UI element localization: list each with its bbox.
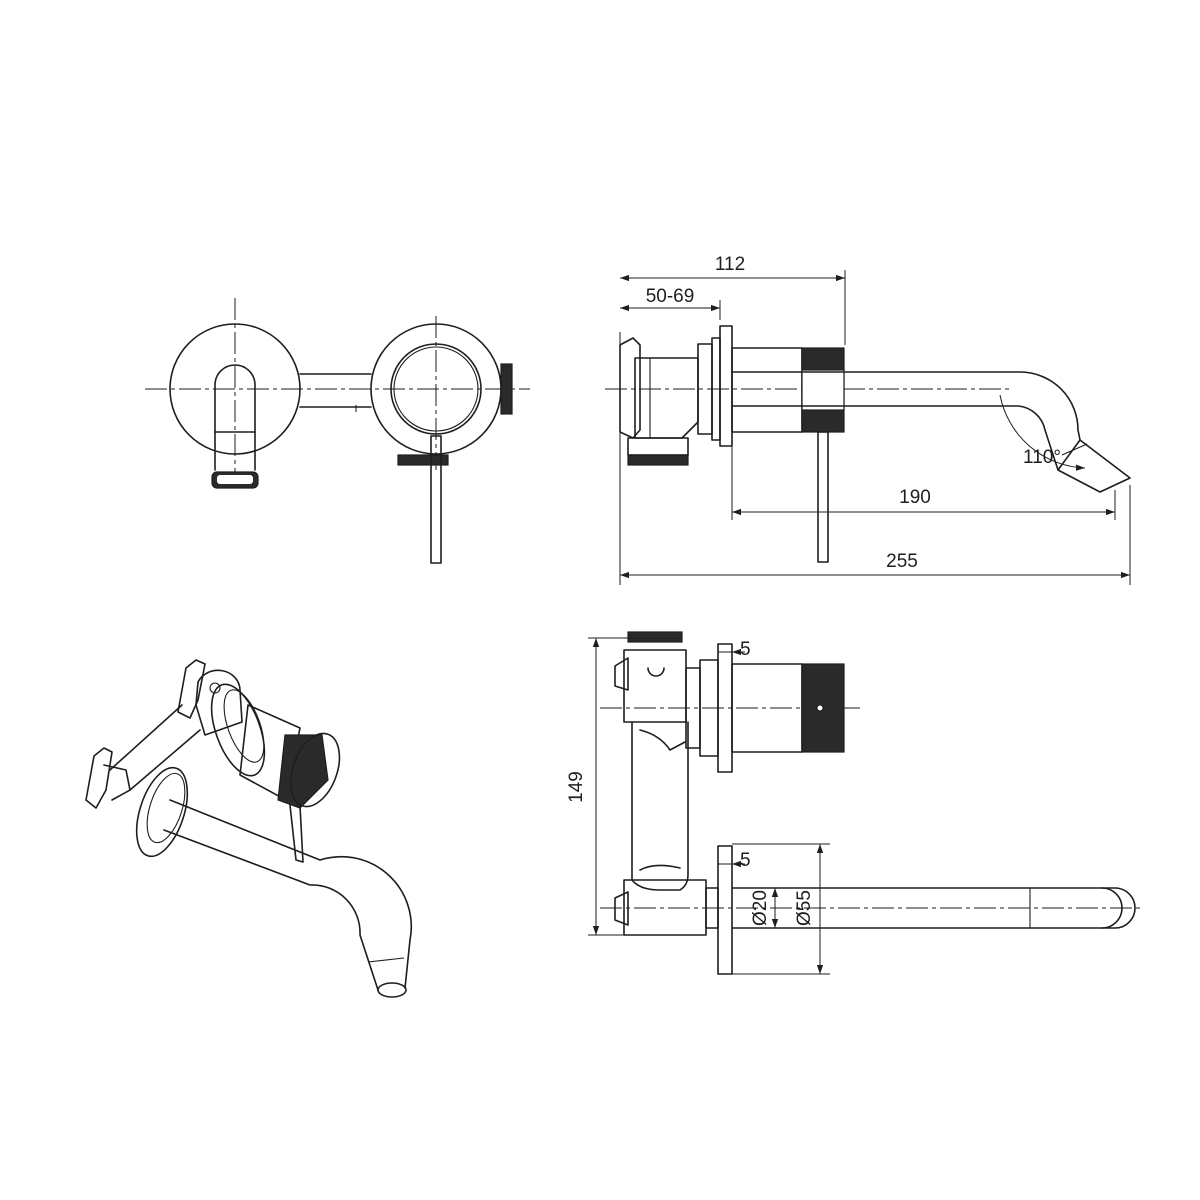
iso-mixer-flange xyxy=(210,683,266,777)
wall-flange xyxy=(719,325,733,447)
spout-cover-plate xyxy=(169,323,301,455)
spout-front xyxy=(214,364,256,471)
dim-110-angle: 110° xyxy=(1023,447,1061,468)
isometric-view xyxy=(85,659,413,998)
iso-lower-bracket xyxy=(85,747,113,809)
top-spout-flange xyxy=(717,845,733,975)
wall-bracket xyxy=(619,337,641,439)
body-knurl xyxy=(627,454,689,466)
front-view xyxy=(145,298,530,564)
dim-5-bottom: 5 xyxy=(740,850,751,871)
dim-5-top: 5 xyxy=(740,639,751,660)
iso-upper-bracket xyxy=(177,659,206,719)
dim-149: 149 xyxy=(566,771,587,803)
iso-spout-flange xyxy=(135,766,189,858)
iso-handle-face xyxy=(289,732,341,808)
iso-spout-tip xyxy=(377,982,407,998)
bottom-knurl xyxy=(397,454,449,466)
side-knurl xyxy=(500,363,513,415)
side-lever xyxy=(817,431,829,563)
mixer-lever xyxy=(430,435,442,564)
dim-dia-55: Ø55 xyxy=(794,890,815,926)
dim-255: 255 xyxy=(886,551,918,572)
side-view: 112 50-69 110° 190 255 xyxy=(605,254,1131,585)
dim-112: 112 xyxy=(715,254,745,275)
dim-190: 190 xyxy=(899,487,931,508)
top-view: 149 5 5 Ø20 Ø55 xyxy=(566,631,1140,975)
dim-dia-20: Ø20 xyxy=(750,890,771,926)
top-knurl xyxy=(627,631,683,643)
spout-top xyxy=(731,371,1081,441)
dim-50-69: 50-69 xyxy=(646,286,695,307)
top-spout xyxy=(731,887,1136,929)
mixer-handle-face xyxy=(390,343,482,435)
valve-body xyxy=(634,357,699,439)
spout-bottom xyxy=(731,405,1059,471)
